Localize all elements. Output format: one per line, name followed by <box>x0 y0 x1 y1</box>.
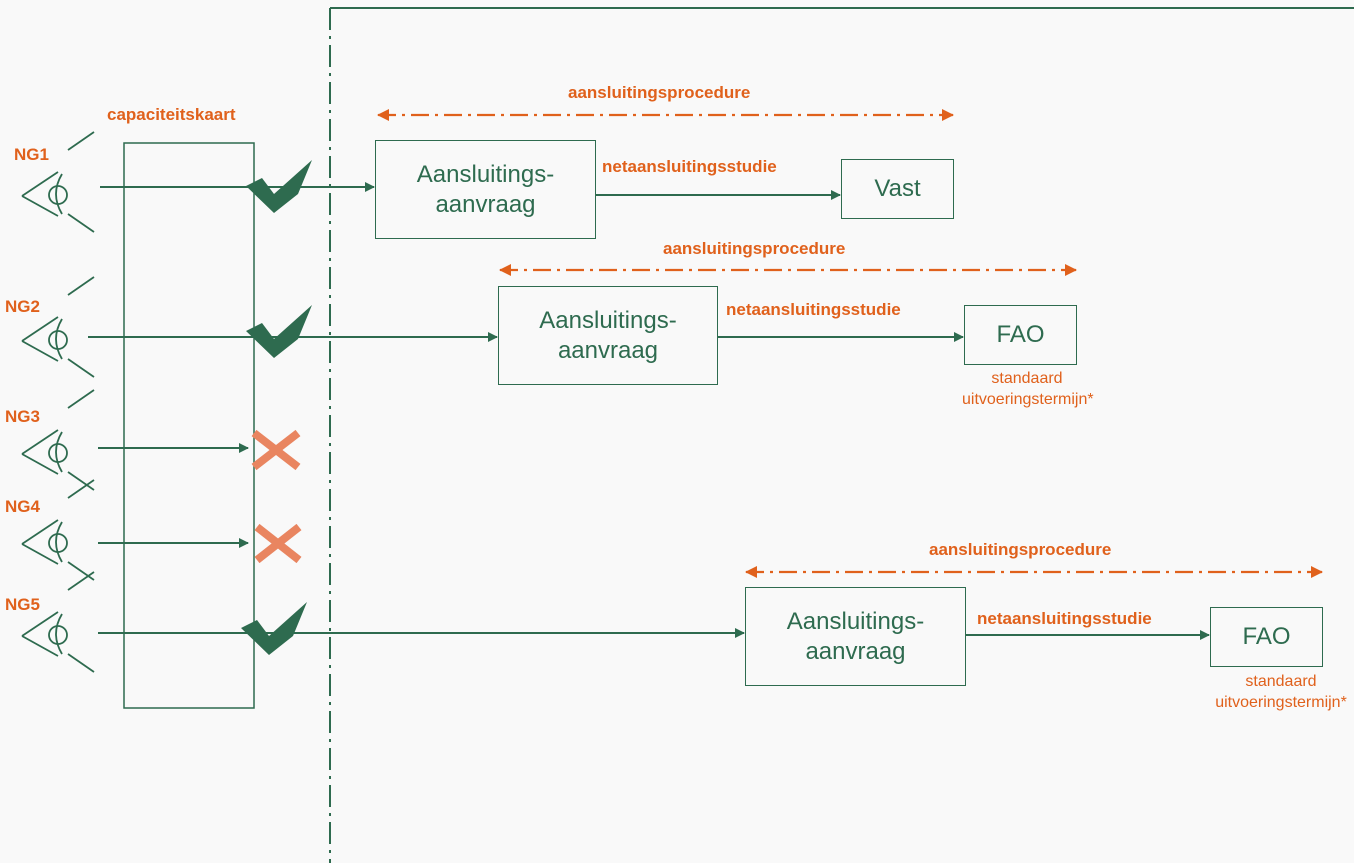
check-icon <box>246 305 312 358</box>
note-line: standaard <box>1245 673 1317 690</box>
applicant-label: NG3 <box>5 407 40 426</box>
cross-icon <box>254 523 302 564</box>
procedure-label: aansluitingsprocedure <box>568 83 751 102</box>
note-line: uitvoeringstermijn* <box>1215 694 1347 711</box>
procedure-label: aansluitingsprocedure <box>929 540 1112 559</box>
applicant-label: NG4 <box>5 497 40 516</box>
request-box: Aansluitings-aanvraag <box>498 286 718 385</box>
note-line: standaard <box>991 370 1063 387</box>
request-line: Aansluitings- <box>786 607 925 635</box>
request-line: aanvraag <box>557 336 659 364</box>
applicant-label: NG2 <box>5 297 40 316</box>
outcome-label: Vast <box>874 175 921 202</box>
request-line: aanvraag <box>435 190 536 218</box>
applicant-label: NG1 <box>14 145 49 164</box>
request-line: Aansluitings- <box>416 160 555 188</box>
outcome-label: FAO <box>1242 623 1291 650</box>
eye-icon <box>21 479 95 581</box>
check-icon <box>241 602 307 655</box>
capacity-map-box <box>123 142 255 709</box>
study-label: netaansluitingsstudie <box>602 157 777 176</box>
request-line: Aansluitings- <box>539 306 677 334</box>
procedure-label: aansluitingsprocedure <box>663 239 846 258</box>
cross-icon <box>251 429 301 471</box>
outcome-label: FAO <box>996 321 1045 348</box>
outcome-box: FAO <box>1210 607 1323 667</box>
eye-icon <box>21 276 95 378</box>
check-icon <box>246 160 312 213</box>
request-box: Aansluitings-aanvraag <box>375 140 596 239</box>
outcome-box: FAO <box>964 305 1077 365</box>
request-box: Aansluitings-aanvraag <box>745 587 966 686</box>
study-label: netaansluitingsstudie <box>726 300 901 319</box>
note-line: uitvoeringstermijn* <box>962 391 1094 408</box>
request-line: aanvraag <box>805 637 906 665</box>
execution-term-note: standaard uitvoeringstermijn* <box>962 368 1094 410</box>
study-label: netaansluitingsstudie <box>977 609 1152 628</box>
eye-icon <box>21 571 95 673</box>
outcome-box: Vast <box>841 159 954 219</box>
eye-icon <box>21 389 95 491</box>
applicant-label: NG5 <box>5 595 40 614</box>
capacity-map-label: capaciteitskaart <box>107 105 236 124</box>
eye-icon <box>21 131 95 233</box>
execution-term-note: standaard uitvoeringstermijn* <box>1208 671 1354 713</box>
